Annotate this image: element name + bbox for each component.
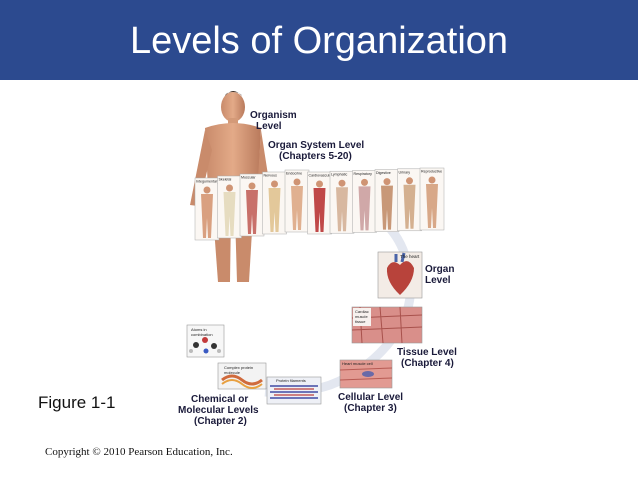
organ-system-panel-muscular: Muscular (239, 173, 265, 237)
organ-label-2: Level (425, 275, 451, 286)
complex-protein-label-1: Complex protein (224, 365, 253, 370)
organ-system-label: Endocrine (286, 172, 302, 176)
organ-system-label: Cardiovascular (309, 174, 334, 178)
cardiac-tissue-label-1: Cardiac (355, 309, 369, 314)
heart-label: The heart (400, 254, 420, 259)
organ-system-panel-skeletal: Skeletal (217, 175, 242, 239)
cell-panel (339, 359, 393, 389)
copyright-notice: Copyright © 2010 Pearson Education, Inc. (45, 446, 233, 458)
slide-title: Levels of Organization (129, 20, 509, 62)
complex-protein-label-2: molecule (224, 370, 241, 375)
heart-cell-label: Heart muscle cell (342, 361, 373, 366)
organ-system-panel-cardiovascular: Cardiovascular (307, 171, 334, 235)
title-bar: Levels of Organization (0, 0, 638, 80)
organ-system-panel-nervous: Nervous (262, 171, 287, 235)
protein-filaments-label: Protein filaments (276, 378, 306, 383)
organ-system-label: Muscular (241, 176, 256, 180)
tissue-panel (351, 306, 423, 344)
organ-system-label: Reproductive (421, 170, 442, 174)
complex-protein-panel (217, 362, 267, 390)
organ-system-label: Skeletal (219, 178, 232, 182)
atoms-panel (186, 324, 225, 358)
cardiac-tissue-label-3: tissue (355, 319, 366, 324)
organ-system-label-1: Organ System Level (268, 140, 364, 151)
protein-filaments-panel (266, 376, 322, 405)
cardiac-tissue-label-2: muscle (355, 314, 368, 319)
tissue-label-1: Tissue Level (397, 347, 457, 358)
organ-system-label: Digestive (376, 171, 391, 175)
organ-system-label: Respiratory (354, 172, 373, 176)
atoms-label-1: Atoms in (191, 327, 207, 332)
tissue-label-2: (Chapter 4) (401, 358, 454, 369)
organ-system-panel-lymphatic: Lymphatic (329, 170, 355, 234)
cellular-label-2: (Chapter 3) (344, 403, 397, 414)
organ-system-panel-integumentary: Integumentary (194, 177, 220, 241)
figure-caption: Figure 1-1 (38, 393, 116, 412)
cellular-label-1: Cellular Level (338, 392, 403, 403)
organism-label-1: Organism (250, 110, 297, 121)
heart-panel (377, 251, 423, 299)
chemical-label-2: Molecular Levels (178, 405, 259, 416)
organ-system-label: Integumentary (196, 180, 219, 184)
organ-system-panel-reproductive: Reproductive (419, 167, 445, 231)
organ-system-panel-urinary: Urinary (397, 168, 422, 232)
chemical-label-3: (Chapter 2) (194, 416, 247, 427)
organ-system-label: Nervous (264, 174, 278, 178)
chemical-label-1: Chemical or (191, 394, 248, 405)
organ-label-1: Organ (425, 264, 454, 275)
organ-system-label: Urinary (399, 170, 411, 174)
atoms-label-2: combination (191, 332, 213, 337)
organism-label-2: Level (256, 121, 282, 132)
organ-system-label: Lymphatic (331, 173, 347, 177)
organ-system-panel-endocrine: Endocrine (284, 169, 310, 233)
organ-system-panel-respiratory: Respiratory (352, 170, 377, 233)
organ-system-panel-digestive: Digestive (374, 169, 400, 232)
organ-system-label-2: (Chapters 5-20) (279, 151, 352, 162)
